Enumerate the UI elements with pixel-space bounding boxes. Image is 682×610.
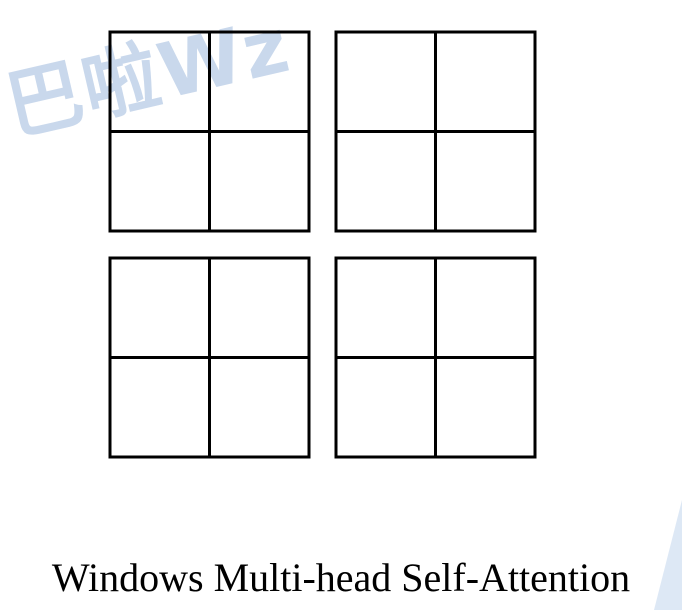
window-1-1 xyxy=(108,30,311,233)
window-2-2 xyxy=(334,256,537,459)
window-2-1 xyxy=(108,256,311,459)
diagram-caption: Windows Multi-head Self-Attention xyxy=(51,555,631,600)
window-1-2 xyxy=(334,30,537,233)
